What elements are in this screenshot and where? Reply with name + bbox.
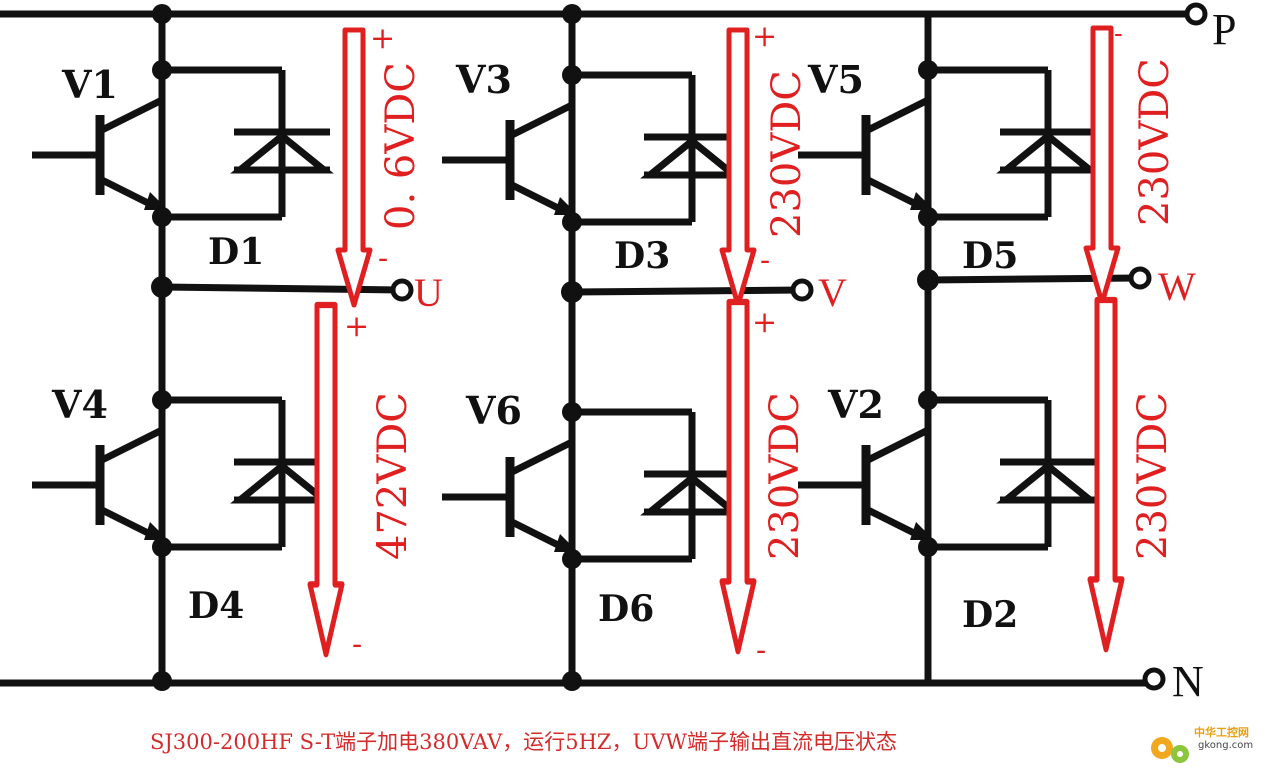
v5-voltage-arrow [1086,28,1118,303]
v3-label: V3 [455,57,512,102]
v2-label: V2 [827,382,884,427]
d4-label: D4 [188,585,244,627]
p-terminal-label: P [1212,5,1236,54]
d3-label: D3 [614,235,670,277]
v1-label: V1 [61,62,118,107]
v1-voltage-value: 0. 6VDC [378,62,424,230]
v6-voltage-value: 230VDC [762,392,808,560]
d6-label: D6 [598,588,654,630]
p-terminal-icon [1184,2,1208,26]
v3-plus-sign: + [752,19,777,54]
v3-voltage-value: 230VDC [764,70,810,238]
v4-minus-sign: - [352,627,362,662]
v-output-wire [571,286,801,296]
v1-plus-sign: + [370,21,395,56]
d1-label: D1 [208,231,264,273]
n-terminal-label: N [1172,657,1204,706]
watermark-name: 中华工控网 [1194,726,1249,739]
v5-minus-sign: - [1114,19,1123,49]
v5-voltage-value: 230VDC [1132,58,1178,226]
v1-minus-sign: - [378,241,388,276]
u-output-wire [161,283,401,294]
u-terminal-icon [390,278,414,302]
watermark-url: gkong.com [1198,740,1254,751]
v1-voltage-arrow [338,30,370,305]
n-terminal-icon [1142,667,1166,691]
watermark-logo: 中华工控网 gkong.com [1146,722,1276,772]
v4-voltage-value: 472VDC [370,392,416,560]
d5-label: D5 [962,235,1018,277]
v4-label: V4 [51,382,108,427]
w-terminal-icon [1128,266,1152,290]
v6-plus-sign: + [752,305,777,340]
v3-minus-sign: - [760,243,770,278]
v-terminal-icon [790,278,814,302]
v3-voltage-arrow [722,30,754,305]
w-terminal-label: W [1158,264,1196,309]
v6-label: V6 [465,388,522,433]
v4-voltage-arrow [310,305,342,654]
v-terminal-label: V [818,270,847,315]
v2-voltage-arrow [1090,300,1122,649]
v4-plus-sign: + [344,309,369,344]
v6-minus-sign: - [756,633,766,668]
d2-label: D2 [962,594,1018,636]
v5-label: V5 [807,57,864,102]
v6-voltage-arrow [722,302,754,651]
v2-voltage-value: 230VDC [1130,392,1176,560]
diagram-caption: SJ300-200HF S-T端子加电380VAV，运行5HZ，UVW端子输出直… [150,730,897,754]
gear-icon [1151,737,1189,763]
u-terminal-label: U [414,270,443,315]
